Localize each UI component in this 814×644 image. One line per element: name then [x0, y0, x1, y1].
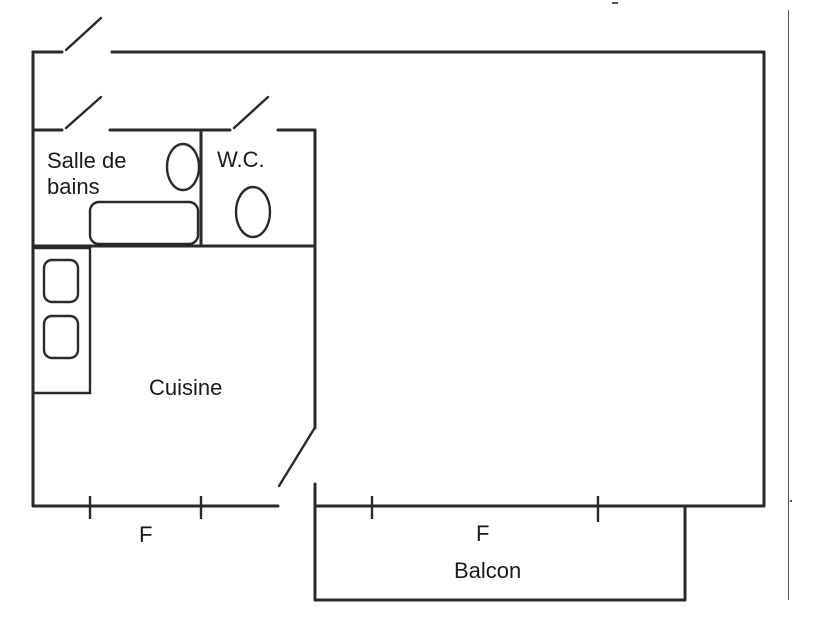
interior-walls	[31, 128, 317, 508]
kitchen-counter	[33, 246, 92, 395]
balcony-label: Balcon	[454, 558, 521, 583]
doors	[64, 16, 316, 488]
balcony	[313, 504, 687, 602]
washbasin-icon	[165, 142, 201, 192]
bathroom-label-line2: bains	[47, 174, 100, 199]
stove-burner-top-icon	[42, 258, 80, 304]
scan-specks	[612, 2, 792, 600]
window-left-label: F	[139, 522, 152, 547]
window-markers	[88, 496, 600, 522]
toilet-icon	[234, 185, 272, 239]
entrance-door[interactable]	[64, 16, 103, 52]
wc-label: W.C.	[217, 147, 265, 172]
bathroom-label-line1: Salle de	[47, 148, 127, 173]
balcony-outline	[313, 504, 687, 602]
fixtures	[33, 142, 272, 395]
kitchen-door[interactable]	[277, 427, 316, 488]
bathtub-icon	[88, 200, 200, 246]
window-right-label: F	[476, 521, 489, 546]
bathroom-door[interactable]	[64, 95, 103, 130]
wc-door[interactable]	[232, 95, 270, 130]
stove-burner-bottom-icon	[42, 314, 80, 360]
kitchen-label: Cuisine	[149, 375, 222, 400]
labels: Salle de bains W.C. Cuisine F F Balcon	[47, 147, 521, 583]
outer-walls	[31, 50, 766, 508]
